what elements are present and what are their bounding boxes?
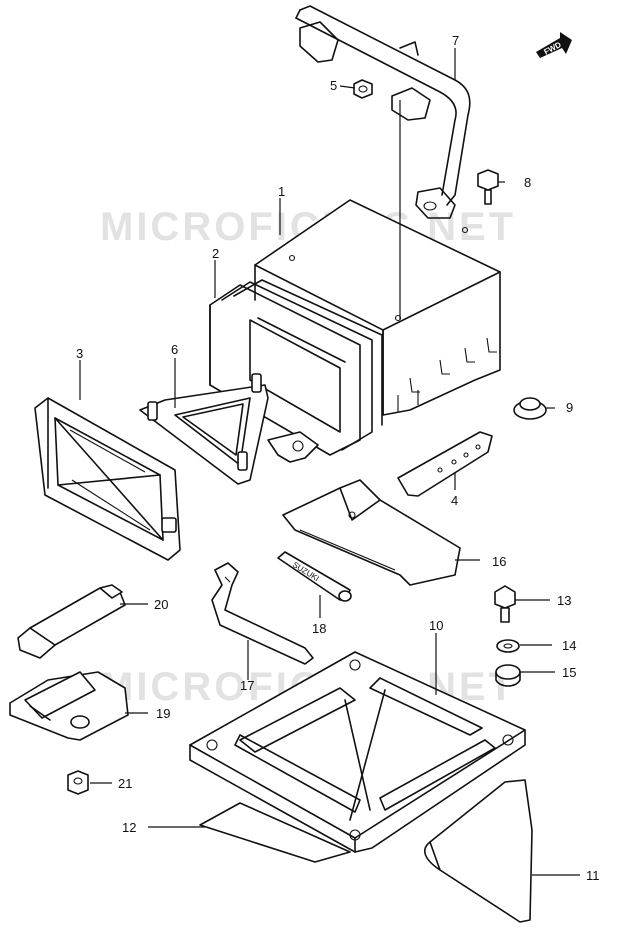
- callout-6: 6: [171, 342, 178, 357]
- callout-20: 20: [154, 597, 168, 612]
- part-8-bolt: [477, 169, 499, 205]
- part-18-plug-wrench: SUZUKI: [277, 551, 352, 602]
- part-13-bolt: [494, 585, 516, 623]
- callout-7: 7: [452, 33, 459, 48]
- part-11-side-panel: [424, 779, 533, 923]
- callout-15: 15: [562, 665, 576, 680]
- part-21-nut: [67, 770, 89, 795]
- callout-21: 21: [118, 776, 132, 791]
- part-4-strap: [397, 431, 493, 497]
- part-6-triangle-plate: [139, 373, 319, 485]
- part-3-lid: [34, 397, 181, 561]
- part-15-collar: [495, 664, 521, 687]
- callout-17: 17: [240, 678, 254, 693]
- callout-11: 11: [586, 868, 600, 883]
- callout-2: 2: [212, 246, 219, 261]
- callout-12: 12: [122, 820, 136, 835]
- callout-9: 9: [566, 400, 573, 415]
- part-19-bracket: [9, 671, 129, 741]
- callout-3: 3: [76, 346, 83, 361]
- callout-4: 4: [451, 493, 458, 508]
- part-5-nut: [353, 79, 373, 99]
- callout-10: 10: [429, 618, 443, 633]
- callout-19: 19: [156, 706, 170, 721]
- callout-1: 1: [278, 184, 285, 199]
- part-1-box: [254, 199, 501, 416]
- part-16-tool-bag: [282, 479, 461, 586]
- callout-16: 16: [492, 554, 506, 569]
- part-17-wrench: [211, 562, 314, 665]
- callout-8: 8: [524, 175, 531, 190]
- callout-13: 13: [557, 593, 571, 608]
- callout-14: 14: [562, 638, 576, 653]
- part-2-seal-frame: [209, 279, 383, 456]
- callout-5: 5: [330, 78, 337, 93]
- leader-lines: [79, 48, 580, 876]
- fwd-arrow-icon: FWD: [536, 32, 572, 58]
- callout-18: 18: [312, 621, 326, 636]
- part-20-clamp: [17, 584, 126, 659]
- part-12-pad: [199, 802, 351, 863]
- part-9-grommet: [513, 397, 547, 420]
- part-14-washer: [496, 639, 520, 653]
- part-10-base-plate: [189, 651, 526, 853]
- part-7-carrier-bracket: [295, 5, 471, 219]
